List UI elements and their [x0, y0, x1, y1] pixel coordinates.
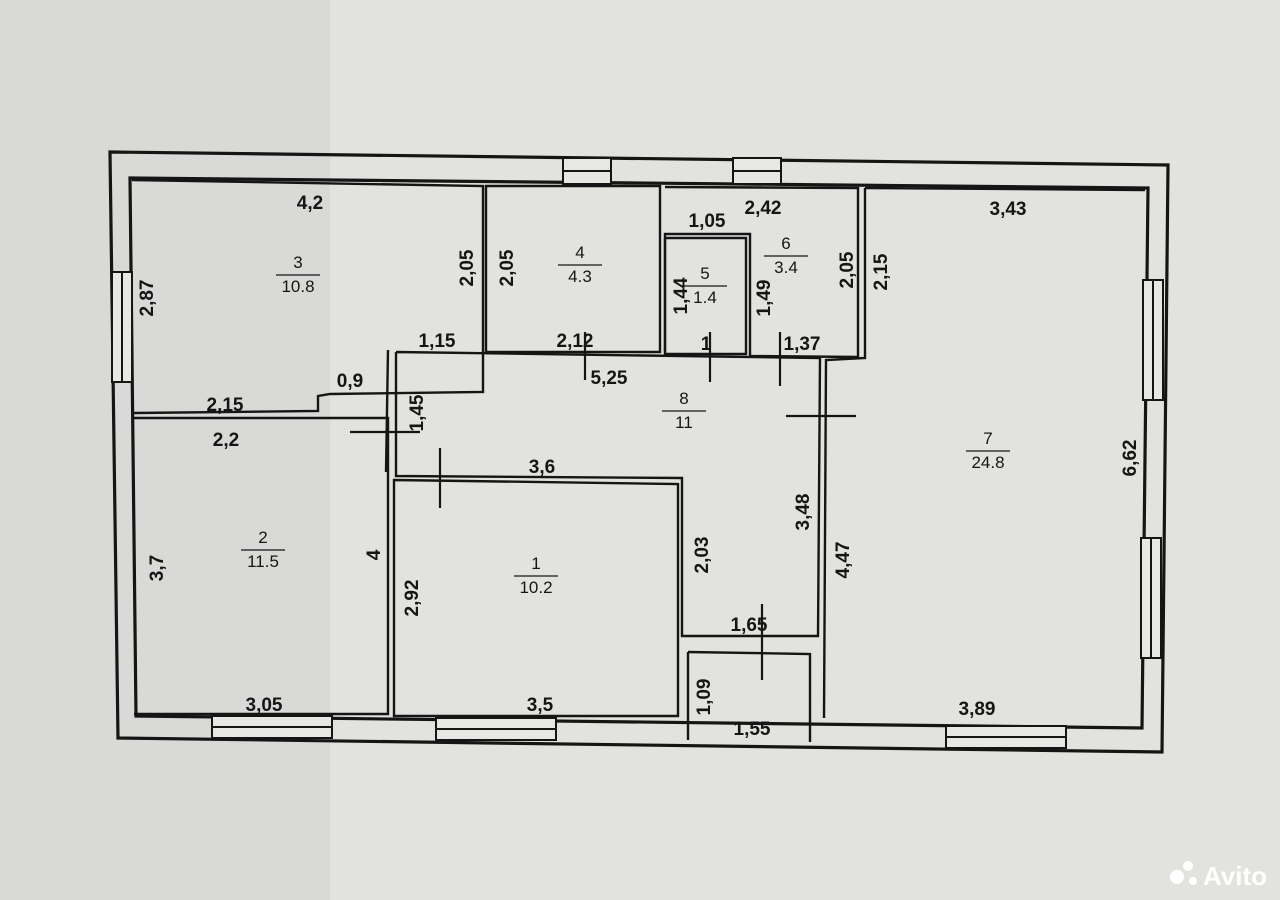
room-label-5: 51.4 — [683, 264, 727, 307]
room-number: 3 — [293, 253, 302, 272]
doors — [350, 332, 856, 680]
dimension-labels: 4,2 2,87 2,05 0,9 2,15 1,15 2,05 2,12 1,05 1,44 1 2… — [137, 193, 1141, 740]
dimension-label: 2,05 — [457, 249, 478, 286]
room-label-8: 811 — [662, 389, 706, 432]
room-label-3: 310.8 — [276, 253, 320, 296]
dimension-label: 2,15 — [207, 395, 244, 416]
dimension-label: 2,2 — [213, 430, 239, 451]
room-number: 4 — [575, 243, 584, 262]
room-number: 8 — [679, 389, 688, 408]
avito-logo-dot — [1170, 870, 1184, 884]
room-label-2: 211.5 — [241, 528, 285, 571]
dimension-label: 3,48 — [793, 494, 814, 531]
room-area: 10.8 — [281, 277, 314, 296]
dimension-label: 4,47 — [833, 542, 854, 579]
dimension-label: 2,05 — [837, 251, 858, 288]
room-number: 6 — [781, 234, 790, 253]
room-label-7: 724.8 — [966, 429, 1010, 472]
windows — [111, 157, 1164, 749]
room-walls — [131, 178, 1146, 742]
room-area: 11 — [675, 413, 693, 432]
room-area: 11.5 — [247, 552, 279, 571]
dimension-label: 1,09 — [694, 679, 715, 716]
dimension-label: 3,6 — [529, 457, 555, 478]
dimension-label: 5,25 — [591, 368, 628, 389]
dimension-label: 2,87 — [137, 280, 158, 317]
avito-logo-dot-small — [1189, 877, 1197, 885]
outer-walls — [108, 150, 1170, 754]
room-label-4: 44.3 — [558, 243, 602, 286]
dimension-label: 1,55 — [734, 719, 771, 740]
dimension-label: 3,05 — [246, 695, 283, 716]
room-area: 4.3 — [568, 267, 592, 286]
dimension-label: 4,2 — [297, 193, 323, 214]
room-area: 10.2 — [519, 578, 552, 597]
room-number: 5 — [700, 264, 709, 283]
dimension-label: 2,05 — [497, 249, 518, 286]
dimension-label: 3,7 — [147, 555, 168, 581]
dimension-label: 2,15 — [871, 253, 892, 290]
dimension-label: 1,65 — [731, 615, 768, 636]
room-label-6: 63.4 — [764, 234, 808, 277]
dimension-label: 2,42 — [745, 198, 782, 219]
avito-logo-icon — [1183, 861, 1193, 871]
room-number: 7 — [983, 429, 992, 448]
dimension-label: 6,62 — [1120, 440, 1141, 477]
dimension-label: 1 — [701, 334, 712, 355]
dimension-label: 1,49 — [754, 280, 775, 317]
dimension-label: 1,45 — [407, 394, 428, 431]
dimension-label: 1,37 — [784, 334, 821, 355]
watermark-text: Avito — [1203, 861, 1267, 891]
dimension-label: 4 — [364, 549, 385, 560]
room-number: 2 — [258, 528, 267, 547]
dimension-label: 1,44 — [671, 277, 692, 314]
dimension-label: 1,05 — [689, 211, 726, 232]
dimension-label: 2,12 — [557, 331, 594, 352]
room-area: 3.4 — [774, 258, 798, 277]
dimension-label: 0,9 — [337, 371, 363, 392]
room-label-1: 110.2 — [514, 554, 558, 597]
room-number: 1 — [531, 554, 540, 573]
room-area: 24.8 — [971, 453, 1004, 472]
dimension-label: 1,15 — [419, 331, 456, 352]
dimension-label: 2,03 — [692, 537, 713, 574]
dimension-label: 3,43 — [990, 199, 1027, 220]
room-area: 1.4 — [693, 288, 717, 307]
avito-watermark: Avito — [1170, 861, 1267, 891]
dimension-label: 3,5 — [527, 695, 554, 716]
dimension-label: 2,92 — [402, 580, 423, 617]
dimension-label: 3,89 — [959, 699, 996, 720]
